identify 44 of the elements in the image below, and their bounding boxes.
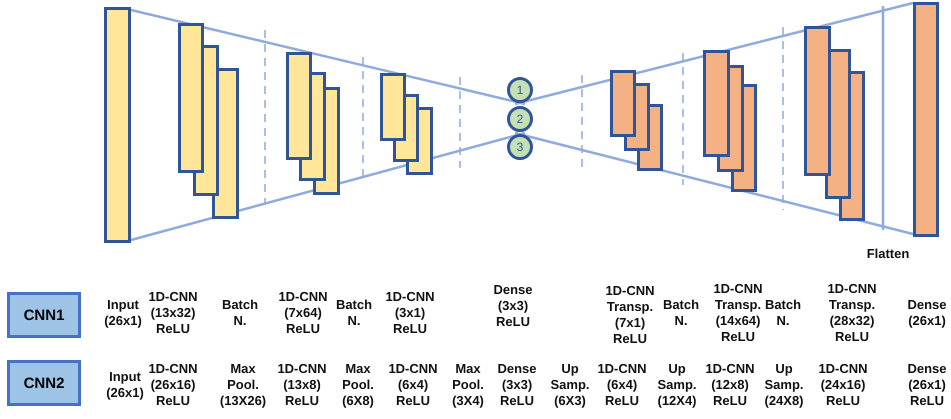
layer-label: Dense (3x3) ReLU — [493, 282, 533, 330]
layer-label: 1D-CNN Transp. (14x64) ReLU — [713, 281, 763, 345]
feature-map-block — [913, 2, 939, 237]
layer-label: Max Pool. (13X26) — [220, 361, 266, 409]
layer-label: 1D-CNN (13x8) ReLU — [277, 361, 327, 409]
layer-label: 1D-CNN (6x4) ReLU — [388, 361, 438, 409]
feature-map-stack-drawing — [804, 26, 865, 221]
node-label: 2 — [516, 113, 524, 125]
layer-label: 1D-CNN Transp. (28x32) ReLU — [827, 281, 877, 345]
feature-map-stack-drawing — [703, 50, 757, 192]
layer-label: Input (26x1) — [104, 297, 142, 329]
layer-label: Batch N. — [662, 297, 700, 329]
feature-map-stack-drawing — [178, 23, 239, 219]
node-label: 1 — [516, 84, 524, 96]
layer-label: 1D-CNN (12x8) ReLU — [705, 361, 755, 409]
layer-label: Dense (26x1) ReLU — [907, 361, 947, 409]
feature-map-stack-drawing — [610, 70, 663, 171]
layer-label: Batch N. — [222, 297, 258, 329]
layer-label: Up Samp. (24X8) — [764, 361, 804, 409]
layer-label: 1D-CNN (13x32) ReLU — [148, 289, 198, 337]
layer-label: 1D-CNN (7x64) ReLU — [278, 289, 328, 337]
layer-label: 1D-CNN (3x1) ReLU — [385, 289, 435, 337]
layer-label: Dense (3x3) ReLU — [497, 361, 537, 409]
layer-label: 1D-CNN (6x4) ReLU — [597, 361, 647, 409]
node-label: CNN1 — [24, 308, 64, 322]
model-label-box — [7, 360, 81, 406]
node-label: 3 — [516, 141, 524, 153]
layer-label: 1D-CNN (24x16) ReLU — [818, 361, 868, 409]
layer-label: Up Samp. (12X4) — [657, 361, 697, 409]
layer-label: Up Samp. (6X3) — [550, 361, 590, 409]
layer-label: Max Pool. (3X4) — [452, 361, 484, 409]
flatten-label: Flatten — [866, 246, 910, 262]
feature-map-stack-drawing — [380, 73, 433, 175]
layer-label: 1D-CNN Transp. (7x1) ReLU — [605, 283, 655, 347]
layer-label: 1D-CNN (26x16) ReLU — [148, 361, 198, 409]
layer-label: Input (26x1) — [106, 369, 144, 401]
feature-map-block — [104, 7, 131, 243]
layer-label: Max Pool. (6X8) — [342, 361, 374, 409]
layer-label: Batch N. — [764, 297, 802, 329]
feature-map-stack-drawing — [286, 52, 340, 195]
model-label-box — [7, 292, 81, 338]
node-label: CNN2 — [24, 376, 64, 390]
layer-label: Dense (26x1) — [907, 297, 947, 329]
layer-label: Batch N. — [336, 297, 372, 329]
